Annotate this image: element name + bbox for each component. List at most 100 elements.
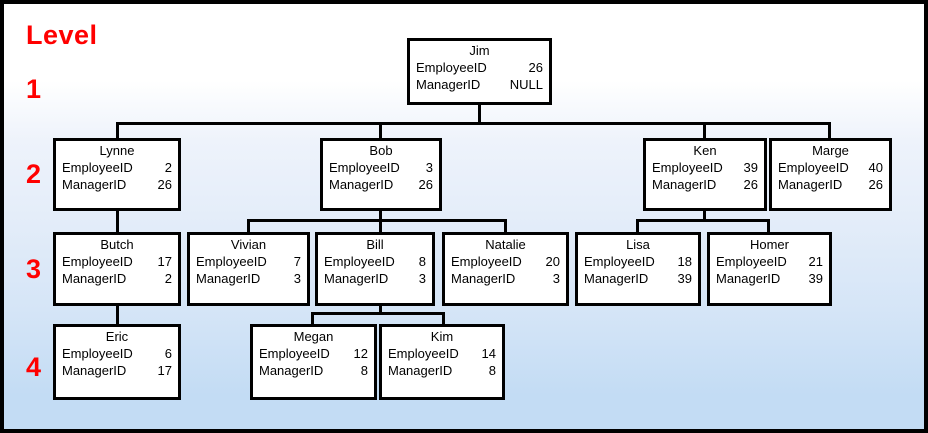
connector-bob-stem — [379, 211, 382, 222]
employee-id-row: EmployeeID 2 — [62, 159, 172, 176]
connector-drop-marge — [828, 122, 831, 138]
employee-id-label: EmployeeID — [652, 160, 723, 175]
node-name: Lisa — [626, 237, 650, 252]
employee-id-label: EmployeeID — [388, 346, 459, 361]
employee-id-label: EmployeeID — [329, 160, 400, 175]
employee-id-label: EmployeeID — [451, 254, 522, 269]
connector-drop-megan — [311, 312, 314, 326]
employee-id-label: EmployeeID — [62, 346, 133, 361]
employee-id-label: EmployeeID — [584, 254, 655, 269]
connector-ken-stem — [703, 211, 706, 222]
connector-lynne-to-butch — [116, 211, 119, 232]
manager-id-value: 8 — [488, 363, 496, 378]
manager-id-label: ManagerID — [716, 271, 781, 286]
manager-id-value: 39 — [677, 271, 692, 286]
node-name: Kim — [430, 329, 454, 344]
manager-id-label: ManagerID — [324, 271, 389, 286]
employee-id-value: 39 — [743, 160, 758, 175]
employee-id-row: EmployeeID 14 — [388, 345, 496, 362]
employee-id-value: 17 — [157, 254, 172, 269]
connector-jim-stem — [478, 105, 481, 122]
employee-id-value: 3 — [425, 160, 433, 175]
legend-level-1: 1 — [26, 74, 42, 104]
connector-level1-bus — [116, 122, 831, 125]
employee-id-row: EmployeeID 20 — [451, 253, 560, 270]
employee-id-label: EmployeeID — [62, 160, 133, 175]
manager-id-row: ManagerID 26 — [62, 176, 172, 193]
node-name: Natalie — [485, 237, 526, 252]
manager-id-row: ManagerID 39 — [716, 270, 823, 287]
node-name: Vivian — [230, 237, 267, 252]
employee-id-row: EmployeeID 17 — [62, 253, 172, 270]
node-name: Bill — [366, 237, 384, 252]
connector-drop-natalie — [504, 219, 507, 232]
manager-id-row: ManagerID 3 — [196, 270, 301, 287]
manager-id-value: 8 — [360, 363, 368, 378]
manager-id-value: 3 — [293, 271, 301, 286]
connector-bob-bus — [247, 219, 507, 222]
connector-drop-lisa — [636, 219, 639, 232]
node-name: Butch — [100, 237, 134, 252]
manager-id-label: ManagerID — [196, 271, 261, 286]
manager-id-value: 26 — [418, 177, 433, 192]
employee-id-value: 14 — [481, 346, 496, 361]
manager-id-label: ManagerID — [778, 177, 843, 192]
manager-id-value: 26 — [157, 177, 172, 192]
node-name: Eric — [105, 329, 129, 344]
employee-id-label: EmployeeID — [196, 254, 267, 269]
employee-id-value: 20 — [545, 254, 560, 269]
connector-bill-bus — [311, 312, 445, 315]
manager-id-value: 17 — [157, 363, 172, 378]
manager-id-value: 26 — [743, 177, 758, 192]
connector-drop-bob — [379, 122, 382, 138]
manager-id-label: ManagerID — [259, 363, 324, 378]
manager-id-row: ManagerID 17 — [62, 362, 172, 379]
employee-id-row: EmployeeID 3 — [329, 159, 433, 176]
employee-id-label: EmployeeID — [62, 254, 133, 269]
connector-drop-ken — [703, 122, 706, 138]
connector-drop-vivian — [247, 219, 250, 232]
employee-id-label: EmployeeID — [778, 160, 849, 175]
legend-level-3: 3 — [26, 254, 42, 284]
node-name: Homer — [749, 237, 789, 252]
manager-id-value: 39 — [808, 271, 823, 286]
manager-id-label: ManagerID — [329, 177, 394, 192]
employee-id-value: 21 — [808, 254, 823, 269]
node-name: Lynne — [99, 143, 135, 158]
connector-drop-kim — [442, 312, 445, 326]
manager-id-label: ManagerID — [62, 363, 127, 378]
node-name: Marge — [812, 143, 849, 158]
manager-id-label: ManagerID — [62, 177, 127, 192]
connector-drop-bill — [379, 219, 382, 232]
connector-drop-lynne — [116, 122, 119, 138]
employee-id-value: 2 — [164, 160, 172, 175]
employee-id-row: EmployeeID 6 — [62, 345, 172, 362]
manager-id-label: ManagerID — [451, 271, 516, 286]
legend-title: Level — [26, 20, 98, 50]
employee-id-value: 6 — [164, 346, 172, 361]
manager-id-row: ManagerID 8 — [259, 362, 368, 379]
